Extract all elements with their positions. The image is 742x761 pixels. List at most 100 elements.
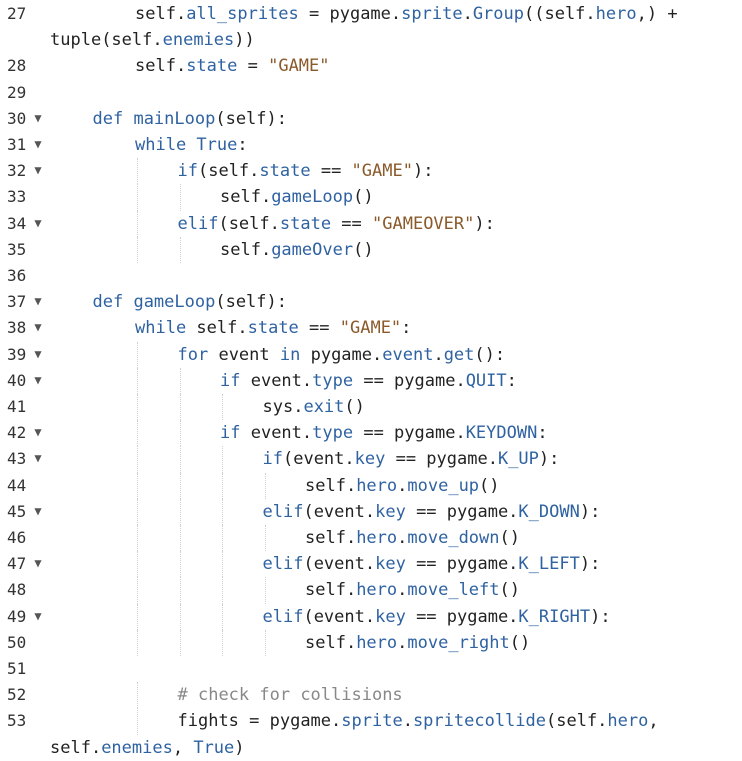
code-token: sprite: [401, 4, 463, 24]
fold-arrow-icon[interactable]: ▼: [34, 556, 42, 571]
code-line[interactable]: 47▼elif(event.key == pygame.K_LEFT):: [0, 551, 742, 578]
code-text: self.gameOver(): [220, 239, 374, 261]
fold-arrow-icon[interactable]: ▼: [34, 608, 42, 623]
indent-guide: [264, 629, 266, 656]
code-line[interactable]: 49▼elif(event.key == pygame.K_RIGHT):: [0, 603, 742, 630]
fold-arrow-icon[interactable]: ▼: [34, 451, 42, 466]
code-line[interactable]: 29: [0, 80, 742, 106]
fold-arrow-icon[interactable]: ▼: [34, 346, 42, 361]
code-token: exit: [303, 397, 345, 417]
indent-guide: [137, 682, 138, 709]
code-line[interactable]: 43▼if(event.key == pygame.K_UP):: [0, 446, 742, 473]
indent-guide: [179, 525, 181, 552]
code-token: ,: [172, 737, 194, 758]
code-line[interactable]: 32▼if(self.state == "GAME"):: [0, 158, 742, 185]
code-line[interactable]: 27 self.all_sprites = pygame.sprite.Group…: [0, 1, 742, 27]
code-line[interactable]: 36: [0, 263, 742, 289]
fold-arrow-icon[interactable]: ▼: [34, 215, 42, 230]
code-token: state: [247, 318, 299, 339]
fold-arrow-icon[interactable]: ▼: [34, 372, 42, 387]
fold-arrow-icon[interactable]: ▼: [34, 425, 42, 440]
fold-arrow-icon[interactable]: ▼: [34, 320, 42, 335]
indent-guide: [222, 551, 223, 578]
line-number: 49: [7, 606, 27, 626]
code-text: self.enemies, True): [50, 737, 245, 759]
code-line[interactable]: 37▼def gameLoop(self):: [0, 289, 742, 315]
line-number: 37: [7, 292, 27, 312]
code-token: type: [312, 370, 354, 391]
line-number: 33: [7, 187, 27, 207]
code-text: elif(self.state == "GAMEOVER"):: [178, 213, 495, 235]
indent-guide: [179, 236, 181, 263]
code-line[interactable]: 39▼for event in pygame.event.get():: [0, 341, 742, 368]
code-token: self.: [305, 580, 357, 601]
code-text: elif(event.key == pygame.K_DOWN):: [263, 501, 601, 523]
code-token: .: [397, 632, 408, 653]
code-token: self.: [220, 187, 272, 208]
fold-arrow-icon[interactable]: ▼: [34, 294, 42, 309]
code-line-wrap[interactable]: self.enemies, True): [0, 735, 742, 761]
line-number: 42: [7, 423, 27, 443]
fold-arrow-icon[interactable]: ▼: [34, 137, 42, 151]
code-token: K_UP: [497, 449, 539, 470]
line-number: 27: [7, 4, 27, 23]
code-token: True: [196, 135, 238, 155]
code-token: :: [506, 370, 517, 391]
indent-guide: [264, 577, 266, 604]
code-line[interactable]: 52# check for collisions: [0, 682, 742, 709]
code-token: state: [279, 213, 332, 234]
code-token: hero: [356, 632, 398, 653]
code-token: move_up: [407, 475, 480, 496]
code-token: == pygame.: [353, 370, 466, 391]
code-token: # check for collisions: [177, 685, 403, 706]
code-token: (self.: [546, 711, 608, 732]
code-token: == pygame.: [405, 606, 519, 627]
line-number: 35: [7, 239, 27, 259]
indent-guide: [137, 158, 138, 185]
fold-arrow-icon[interactable]: ▼: [34, 110, 42, 125]
code-line-wrap[interactable]: tuple(self.enemies)): [0, 27, 742, 53]
indent-guide: [222, 394, 223, 421]
code-token: def: [92, 292, 134, 313]
line-number: 39: [7, 344, 27, 364]
code-line[interactable]: 30▼def mainLoop(self):: [0, 106, 742, 132]
code-line[interactable]: 31▼while True:: [0, 132, 742, 158]
indent-guide: [222, 525, 223, 552]
code-token: hero: [607, 711, 649, 732]
code-token: =: [237, 56, 269, 77]
fold-arrow-icon[interactable]: ▼: [34, 163, 42, 178]
code-token: enemies: [162, 30, 235, 51]
code-token: state: [259, 161, 311, 182]
code-token: tuple: [50, 30, 102, 51]
code-line[interactable]: 51: [0, 656, 742, 682]
code-line[interactable]: 34▼elif(self.state == "GAMEOVER"):: [0, 210, 742, 237]
code-text: tuple(self.enemies)): [50, 29, 255, 51]
line-number: 48: [7, 580, 27, 600]
code-token: if: [220, 370, 251, 391]
line-number: 47: [7, 554, 27, 574]
code-token: if: [220, 423, 251, 444]
code-token: K_LEFT: [518, 554, 580, 575]
code-token: (self.: [218, 213, 280, 234]
code-line[interactable]: 45▼elif(event.key == pygame.K_DOWN):: [0, 498, 742, 525]
code-text: self.state = "GAME": [135, 55, 330, 77]
code-line[interactable]: 42▼if event.type == pygame.KEYDOWN:: [0, 420, 742, 447]
fold-arrow-icon[interactable]: ▼: [34, 503, 42, 518]
code-token: fights = pygame.: [177, 711, 342, 732]
indent-guide: [179, 184, 181, 211]
code-line[interactable]: 38▼while self.state == "GAME":: [0, 315, 742, 341]
code-token: (): [353, 239, 374, 260]
code-line[interactable]: 35 self.gameOver(): [0, 236, 742, 263]
code-line[interactable]: 40▼if event.type == pygame.QUIT:: [0, 367, 742, 394]
code-text: self.all_sprites = pygame.sprite.Group((…: [135, 3, 678, 25]
code-token: == pygame.: [353, 423, 466, 444]
